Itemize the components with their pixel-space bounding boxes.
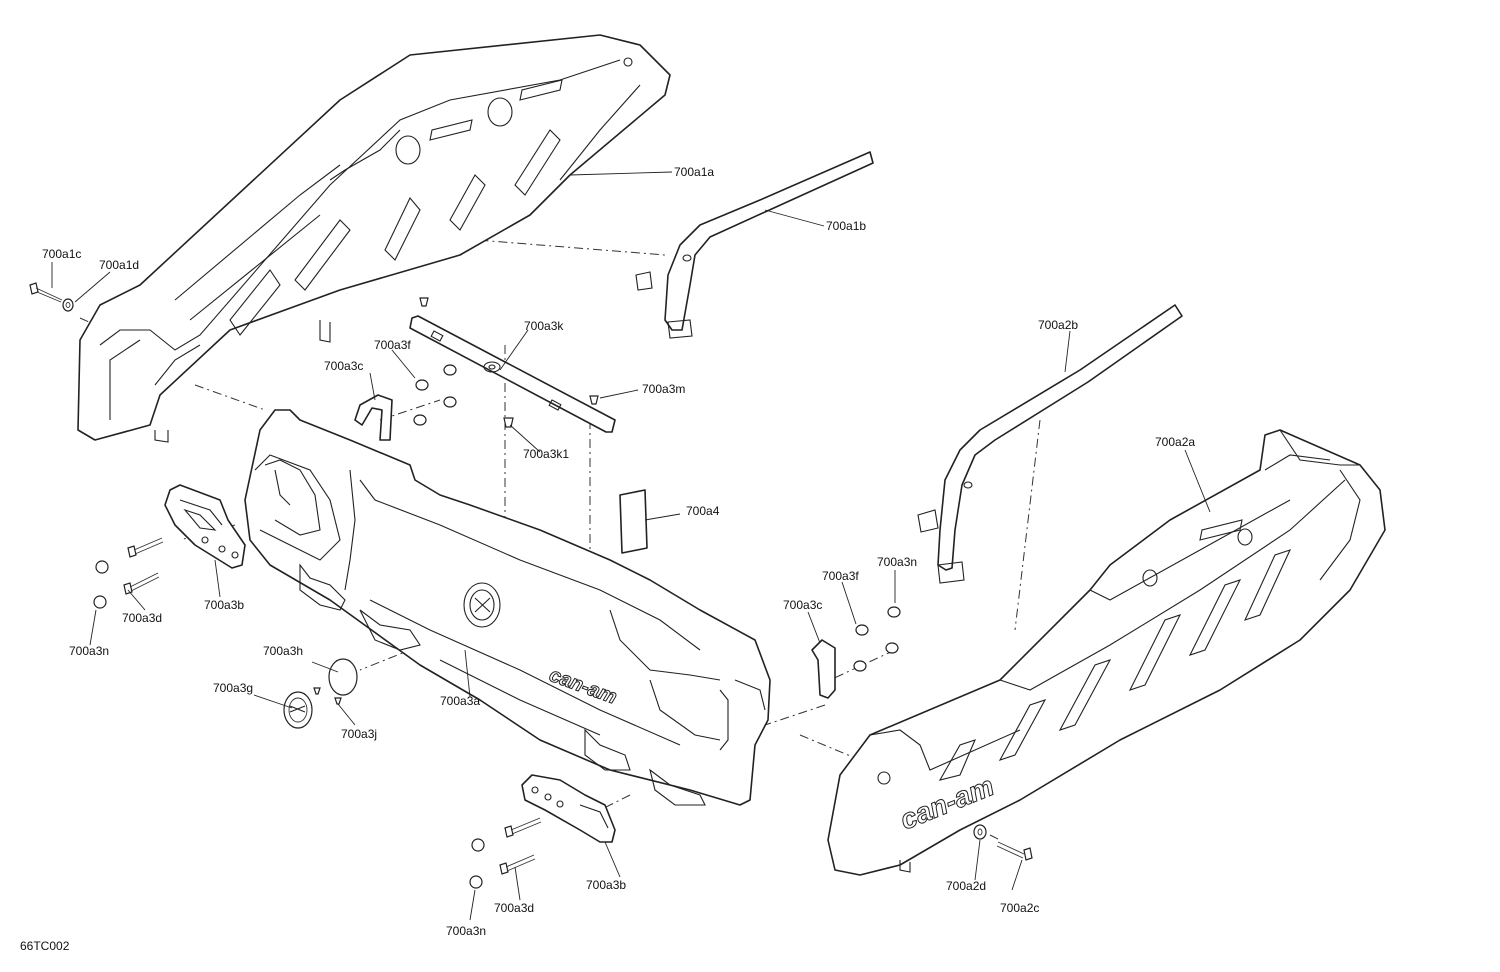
callout-700a3k: 700a3k xyxy=(524,319,564,333)
callout-700a2d: 700a2d xyxy=(946,879,986,893)
left-nuts-and-bracket xyxy=(354,364,457,441)
center-bumper: can-am xyxy=(244,409,771,806)
callout-700a3d-bottom: 700a3d xyxy=(494,901,534,915)
rail-upper xyxy=(635,151,874,339)
label-plate xyxy=(619,489,648,554)
callout-700a2b: 700a2b xyxy=(1038,318,1078,332)
right-nuts-and-bracket xyxy=(811,606,901,699)
side-panel-upper-left xyxy=(77,34,671,443)
callout-700a1b: 700a1b xyxy=(826,219,866,233)
callout-700a3g: 700a3g xyxy=(213,681,253,695)
callout-700a3f-right: 700a3f xyxy=(822,569,859,583)
screw-and-washer-right xyxy=(973,824,1033,861)
callout-700a1a: 700a1a xyxy=(674,165,714,179)
callout-700a2a: 700a2a xyxy=(1155,435,1195,449)
emblem-parts xyxy=(283,658,358,729)
callout-700a2c: 700a2c xyxy=(1000,901,1039,915)
bottom-bolts-and-nuts xyxy=(469,817,542,889)
callout-700a3m: 700a3m xyxy=(642,382,685,396)
callout-700a3c-right: 700a3c xyxy=(783,598,822,612)
callout-700a3d-left: 700a3d xyxy=(122,611,162,625)
side-panel-right: can-am xyxy=(827,429,1386,876)
callout-700a3k1: 700a3k1 xyxy=(523,447,569,461)
callout-700a3b-bottom: 700a3b xyxy=(586,878,626,892)
callout-700a3j: 700a3j xyxy=(341,727,377,741)
callout-700a4: 700a4 xyxy=(686,504,720,518)
callout-700a3c-left: 700a3c xyxy=(324,359,363,373)
diagram-reference-id: 66TC002 xyxy=(20,939,70,953)
leader-lines xyxy=(51,171,1211,921)
left-hook-bracket xyxy=(164,484,246,569)
callout-700a3n-right: 700a3n xyxy=(877,555,917,569)
callout-700a3h: 700a3h xyxy=(263,644,303,658)
callout-labels: 700a1a 700a1b 700a1c 700a1d 700a2b 700a3… xyxy=(42,165,1195,938)
top-bracket xyxy=(409,297,616,433)
callout-700a1d: 700a1d xyxy=(99,258,139,272)
callout-700a3b-left: 700a3b xyxy=(204,598,244,612)
callout-700a1c: 700a1c xyxy=(42,247,81,261)
callout-700a3n-bottom: 700a3n xyxy=(446,924,486,938)
callout-700a3a: 700a3a xyxy=(440,694,480,708)
callout-700a3f-left: 700a3f xyxy=(374,338,411,352)
left-bolts-and-nuts xyxy=(93,537,164,609)
screw-and-washer-upper-left xyxy=(29,282,74,312)
callout-700a3n-left: 700a3n xyxy=(69,644,109,658)
rail-right xyxy=(917,304,1183,584)
bottom-hook-bracket xyxy=(521,774,616,843)
